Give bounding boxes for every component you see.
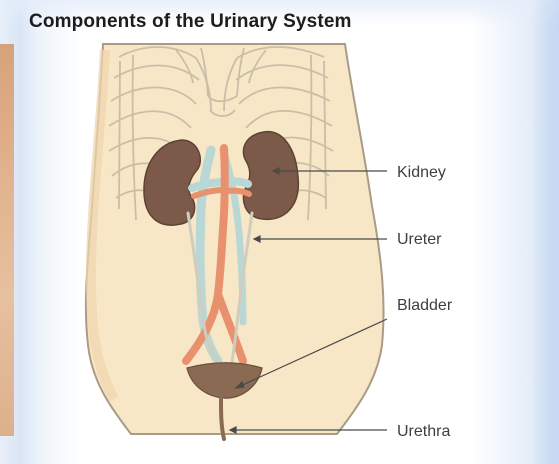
ureter-label: Ureter: [397, 231, 442, 248]
urethra-label: Urethra: [397, 423, 450, 440]
kidney-label: Kidney: [397, 164, 446, 181]
bladder-label: Bladder: [397, 297, 453, 314]
